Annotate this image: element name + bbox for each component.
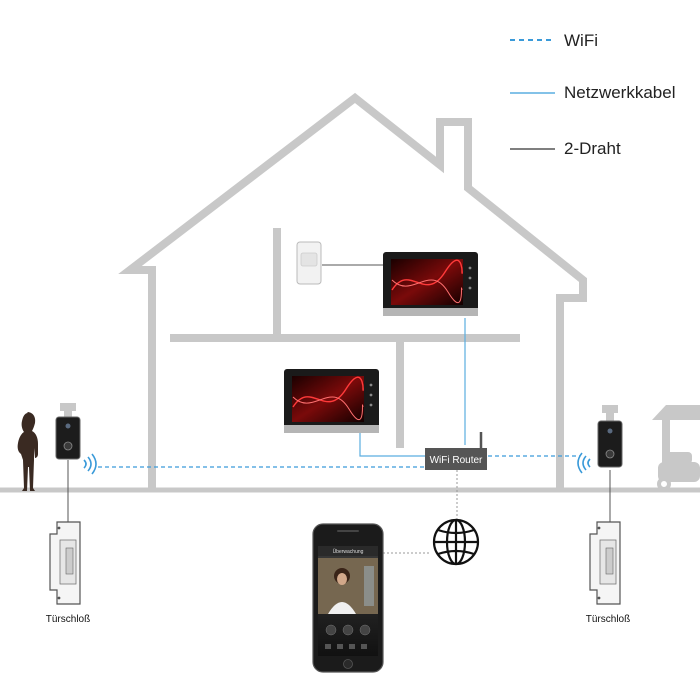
- house-outline: [118, 92, 587, 488]
- phone-button-speaker-icon: [325, 624, 337, 636]
- phone-screen-title: Überwachung: [333, 548, 364, 555]
- motion-sensor: [296, 241, 322, 285]
- phone-video-feed: [318, 558, 378, 614]
- phone-button-call-icon: [342, 624, 354, 636]
- globe-icon: [432, 518, 480, 566]
- legend: WiFi Netzwerkkabel 2-Draht: [510, 31, 676, 158]
- door-station-right: [597, 405, 623, 468]
- phone-tab-1-icon: [325, 644, 331, 649]
- phone-tab-2-icon: [337, 644, 343, 649]
- door-lock-right: [589, 521, 621, 605]
- legend-network-cable-label: Netzwerkkabel: [564, 83, 676, 102]
- legend-two-wire-label: 2-Draht: [564, 139, 621, 158]
- network-cable-lower-monitor: [359, 433, 425, 457]
- wifi-signal-left-icon: [83, 453, 97, 475]
- legend-wifi-label: WiFi: [564, 31, 598, 50]
- door-lock-right-label: Türschloß: [586, 614, 630, 625]
- wifi-signal-right-icon: [577, 452, 591, 474]
- indoor-monitor-lower: [284, 369, 379, 433]
- phone-tab-3-icon: [349, 644, 355, 649]
- smartphone: Überwachung: [312, 523, 384, 673]
- wiring: [67, 264, 611, 554]
- door-lock-left-label: Türschloß: [46, 614, 90, 625]
- router-label: WiFi Router: [430, 455, 483, 466]
- phone-tab-4-icon: [361, 644, 367, 649]
- wifi-router: WiFi Router: [425, 432, 487, 470]
- phone-home-button: [343, 659, 353, 669]
- door-station-left: [55, 403, 81, 460]
- phone-button-mic-icon: [359, 624, 371, 636]
- indoor-monitor-upper: [383, 252, 478, 316]
- phone-control-buttons: [325, 624, 371, 649]
- car-icon: [657, 452, 700, 491]
- garage: [652, 405, 700, 491]
- door-lock-left: [49, 521, 81, 605]
- house-roof-and-walls: [118, 92, 587, 488]
- person-silhouette: [17, 412, 38, 491]
